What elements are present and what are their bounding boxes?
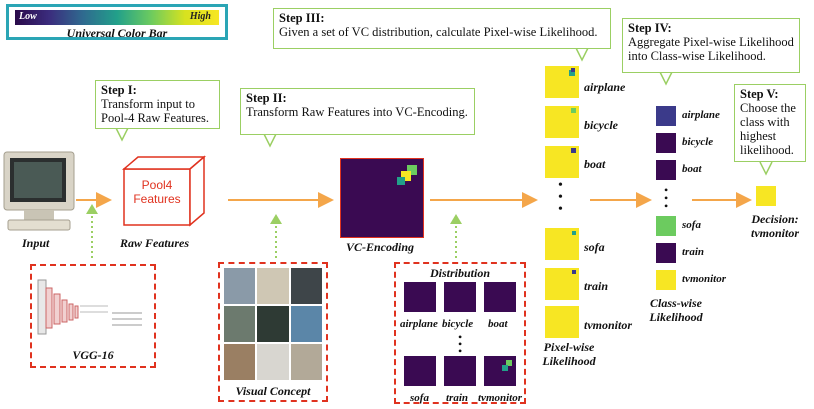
class-tile-airplane xyxy=(656,106,676,126)
step3-text: Given a set of VC distribution, calculat… xyxy=(279,25,598,39)
concept-patch xyxy=(290,306,322,342)
class-label-sofa: sofa xyxy=(682,219,701,231)
color-bar-low: Low xyxy=(19,11,37,22)
step4-title: Step IV: xyxy=(628,21,672,35)
dist-label-sofa: sofa xyxy=(410,392,429,404)
pixel-wise-label: Pixel-wise Likelihood xyxy=(542,340,596,368)
pixel-label-airplane: airplane xyxy=(584,80,626,94)
vgg16-label: VGG-16 xyxy=(72,348,114,362)
decision-tile xyxy=(756,186,776,206)
class-tile-sofa xyxy=(656,216,676,236)
distribution-box: Distribution airplane bicycle boat ••• s… xyxy=(394,262,526,404)
dist-tile-boat xyxy=(484,282,516,312)
dist-tile-airplane xyxy=(404,282,436,312)
class-tile-train xyxy=(656,243,676,263)
pixel-label-boat: boat xyxy=(584,157,606,171)
class-label-airplane: airplane xyxy=(682,109,720,121)
step1-title: Step I: xyxy=(101,83,137,97)
raw-features-cube xyxy=(121,155,207,227)
pixel-label-bicycle: bicycle xyxy=(584,118,618,132)
concept-patch xyxy=(224,344,256,380)
concept-patch xyxy=(257,344,289,380)
decision-value: tvmonitor xyxy=(750,226,799,240)
input-label: Input xyxy=(22,236,50,250)
pixel-tile-bicycle xyxy=(545,106,579,138)
vgg16-network-diagram xyxy=(37,279,142,335)
decision-label: Decision: tvmonitor xyxy=(740,212,810,240)
step4-callout: Step IV: Aggregate Pixel-wise Likelihood… xyxy=(622,18,800,73)
class-label-train: train xyxy=(682,246,705,258)
dist-label-tvmonitor: tvmonitor xyxy=(478,392,523,404)
step5-title: Step V: xyxy=(740,87,779,101)
pixel-label-train: train xyxy=(584,279,609,293)
vc-encoding-map xyxy=(340,158,424,238)
step2-callout: Step II: Transform Raw Features into VC-… xyxy=(240,88,475,135)
class-label-boat: boat xyxy=(682,163,702,175)
class-tile-tvmonitor xyxy=(656,270,676,290)
step3-title: Step III: xyxy=(279,11,325,25)
vgg16-box: VGG-16 xyxy=(30,264,156,368)
vc-encoding-label: VC-Encoding xyxy=(346,240,415,254)
step1-callout: Step I: Transform input to Pool-4 Raw Fe… xyxy=(95,80,220,129)
pixel-tile-tvmonitor xyxy=(545,306,579,338)
class-tile-boat xyxy=(656,160,676,180)
class-label-tvmonitor: tvmonitor xyxy=(682,273,727,285)
step2-text: Transform Raw Features into VC-Encoding. xyxy=(246,105,468,119)
visual-concept-box: Visual Concept xyxy=(218,262,328,402)
pool4-line1: Pool4 xyxy=(141,178,173,192)
visual-concept-label: Visual Concept xyxy=(235,384,311,398)
color-gradient xyxy=(15,10,219,25)
concept-patch xyxy=(257,306,289,342)
class-wise-label: Class-wise Likelihood xyxy=(649,296,703,324)
class-ellipsis: ••• xyxy=(664,183,669,213)
pixel-tile-train xyxy=(545,268,579,300)
color-bar-title: Universal Color Bar xyxy=(66,26,168,40)
universal-color-bar: Low High Universal Color Bar xyxy=(6,4,228,40)
monitor-icon xyxy=(3,151,75,231)
pixel-ellipsis: ••• xyxy=(558,178,563,217)
concept-patch xyxy=(290,344,322,380)
step5-text: Choose the class with highest likelihood… xyxy=(740,101,796,157)
dist-tile-bicycle xyxy=(444,282,476,312)
step4-text: Aggregate Pixel-wise Likelihood into Cla… xyxy=(628,35,794,63)
dist-label-bicycle: bicycle xyxy=(442,318,474,330)
pixel-tile-airplane xyxy=(545,66,579,98)
step3-callout: Step III: Given a set of VC distribution… xyxy=(273,8,611,49)
class-tile-bicycle xyxy=(656,133,676,153)
dist-tile-tvmonitor xyxy=(484,356,516,386)
dist-label-boat: boat xyxy=(488,318,508,330)
step1-text: Transform input to Pool-4 Raw Features. xyxy=(101,97,209,125)
pool4-features-text: Pool4 Features xyxy=(124,178,190,206)
dist-ellipsis: ••• xyxy=(458,330,463,358)
pixel-label-sofa: sofa xyxy=(584,240,605,254)
visual-concept-grid xyxy=(224,268,322,380)
dist-tile-sofa xyxy=(404,356,436,386)
concept-patch xyxy=(224,268,256,304)
concept-patch xyxy=(224,306,256,342)
dist-label-airplane: airplane xyxy=(400,318,438,330)
input-image xyxy=(2,150,76,234)
class-label-bicycle: bicycle xyxy=(682,136,714,148)
dist-label-train: train xyxy=(446,392,469,404)
concept-patch xyxy=(257,268,289,304)
step5-callout: Step V: Choose the class with highest li… xyxy=(734,84,806,162)
vc-hotspot xyxy=(397,165,417,185)
pixel-label-tvmonitor: tvmonitor xyxy=(584,318,633,332)
color-bar-high: High xyxy=(189,11,211,22)
pool4-line2: Features xyxy=(133,192,181,206)
raw-features-label: Raw Features xyxy=(120,236,190,250)
distribution-title: Distribution xyxy=(429,266,491,280)
concept-patch xyxy=(290,268,322,304)
pixel-tile-boat xyxy=(545,146,579,178)
dist-tile-train xyxy=(444,356,476,386)
pixel-tile-sofa xyxy=(545,228,579,260)
step2-title: Step II: xyxy=(246,91,287,105)
decision-title: Decision: xyxy=(751,212,799,226)
